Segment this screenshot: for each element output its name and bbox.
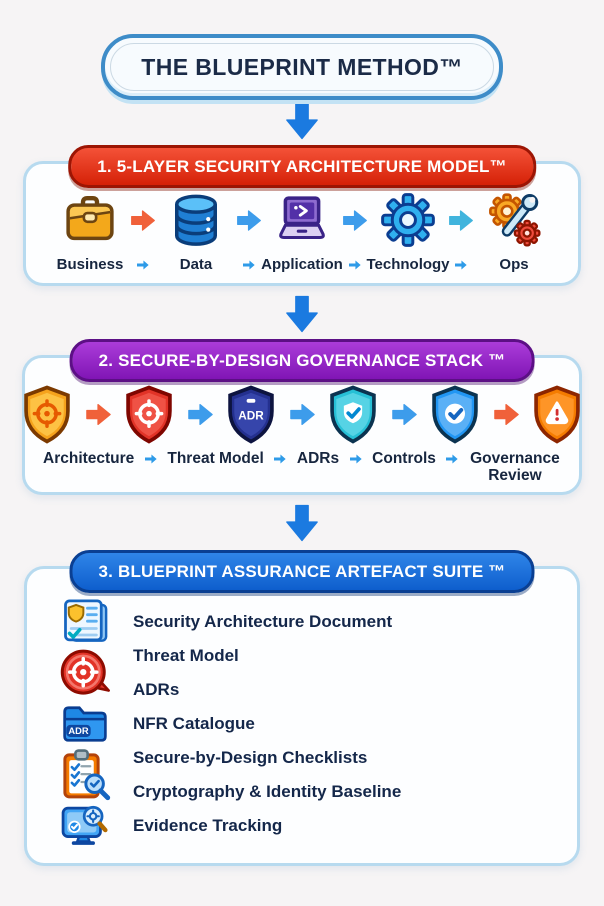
layer-item-technology: [368, 192, 448, 248]
right-arrow-icon: [391, 404, 417, 425]
section-artefacts-header: 3. BLUEPRINT ASSURANCE ARTEFACT SUITE ™: [69, 550, 535, 594]
small-right-arrow-icon: [137, 260, 149, 269]
layer-label: Data: [179, 256, 213, 273]
threat-target-icon: [60, 649, 110, 695]
governance-shield-row: ADR: [24, 384, 580, 445]
small-right-arrow-icon: [274, 454, 287, 464]
right-arrow-icon: [131, 209, 155, 231]
page-title: THE BLUEPRINT METHOD™: [141, 53, 463, 80]
layer-item-application: [262, 192, 342, 248]
adr-shield-label: ADR: [238, 410, 264, 423]
adr-shield-icon: ADR: [228, 385, 274, 444]
right-arrow-icon: [289, 404, 315, 425]
small-right-arrow-icon: [455, 260, 467, 269]
checklist-magnifier-icon: [63, 749, 111, 801]
small-right-arrow-icon: [446, 454, 459, 464]
layer-icon-row: [38, 192, 566, 248]
down-arrow-icon: [286, 504, 318, 542]
artefact-label: Cryptography & Identity Baseline: [133, 782, 402, 802]
architecture-target-shield-icon: [24, 385, 70, 444]
flow-arrow-cell: [236, 208, 262, 233]
shield-cell: [316, 384, 390, 445]
artefact-icon-cell: [57, 596, 113, 648]
right-arrow-icon: [237, 209, 261, 231]
gear-icon: [381, 193, 435, 247]
governance-label: Architecture: [43, 450, 135, 467]
governance-label: ADRs: [296, 450, 340, 467]
layer-label: Ops: [499, 256, 529, 273]
flow-arrow-cell: [130, 208, 156, 233]
artefact-label: Threat Model: [133, 646, 239, 666]
small-right-arrow-icon: [349, 454, 362, 464]
artefact-icon-cell: [57, 800, 113, 852]
section-governance-title: 2. SECURE-BY-DESIGN GOVERNANCE STACK ™: [98, 350, 506, 370]
threat-target-shield-icon: [126, 385, 172, 444]
briefcase-icon: [66, 195, 114, 241]
layer-item-data: [156, 192, 236, 248]
layer-item-ops: [474, 192, 554, 248]
governance-label: Threat Model: [167, 450, 264, 467]
section-layers: 1. 5-LAYER SECURITY ARCHITECTURE MODEL™: [23, 145, 581, 286]
section-layers-title: 1. 5-LAYER SECURITY ARCHITECTURE MODEL™: [97, 156, 507, 176]
right-arrow-icon: [449, 209, 473, 231]
shield-cell: ADR: [214, 384, 288, 445]
section-governance: 2. SECURE-BY-DESIGN GOVERNANCE STACK ™: [22, 339, 582, 496]
right-arrow-icon: [493, 404, 519, 425]
evidence-monitor-icon: [61, 806, 108, 845]
security-document-icon: [64, 599, 108, 642]
title-pill: THE BLUEPRINT METHOD™: [101, 34, 503, 100]
down-arrow-icon: [286, 295, 318, 333]
verify-check-shield-icon: [432, 385, 478, 444]
layer-item-business: [50, 192, 130, 248]
governance-label: Controls: [372, 450, 436, 467]
section-artefacts-title: 3. BLUEPRINT ASSURANCE ARTEFACT SUITE ™: [98, 561, 506, 581]
artefact-icon-cell: [57, 645, 113, 701]
artefact-label: Security Architecture Document: [133, 612, 393, 632]
artefact-list: Security Architecture Document Threat Mo…: [57, 599, 563, 845]
laptop-icon: [279, 196, 325, 240]
ops-gears-icon: [489, 193, 541, 247]
controls-check-shield-icon: [330, 385, 376, 444]
right-arrow-icon: [187, 404, 213, 425]
down-arrow-icon: [286, 102, 318, 140]
small-right-arrow-icon: [349, 260, 361, 269]
right-arrow-icon: [343, 209, 367, 231]
section-layers-header: 1. 5-LAYER SECURITY ARCHITECTURE MODEL™: [68, 145, 536, 188]
flow-arrow-cell: [448, 208, 474, 233]
shield-cell: [520, 384, 594, 445]
section-artefacts: 3. BLUEPRINT ASSURANCE ARTEFACT SUITE ™ …: [24, 550, 580, 867]
governance-warning-shield-icon: [534, 385, 580, 444]
governance-label: Governance Review: [470, 450, 560, 485]
layer-label-row: Business Data Application Technology Ops: [38, 256, 566, 273]
shield-cell: [10, 384, 84, 445]
adr-folder-label: ADR: [68, 726, 88, 736]
artefact-label: Evidence Tracking: [133, 816, 283, 836]
artefact-label: Secure-by-Design Checklists: [133, 748, 368, 768]
shield-cell: [418, 384, 492, 445]
layer-label: Application: [261, 256, 343, 273]
artefact-icon-cell: ADR: [57, 698, 113, 750]
shield-cell: [112, 384, 186, 445]
database-icon: [175, 194, 217, 246]
artefact-label: ADRs: [133, 680, 180, 700]
layer-label: Technology: [366, 256, 450, 273]
right-arrow-icon: [85, 404, 111, 425]
adr-folder-icon: ADR: [63, 706, 107, 742]
flow-arrow-cell: [342, 208, 368, 233]
small-right-arrow-icon: [243, 260, 255, 269]
governance-label-row: Architecture Threat Model ADRs Controls …: [35, 450, 569, 484]
small-right-arrow-icon: [144, 454, 157, 464]
section-governance-header: 2. SECURE-BY-DESIGN GOVERNANCE STACK ™: [69, 339, 535, 382]
artefact-label: NFR Catalogue: [133, 714, 255, 734]
artefact-icon-cell: [57, 747, 113, 803]
layer-label: Business: [56, 256, 124, 273]
